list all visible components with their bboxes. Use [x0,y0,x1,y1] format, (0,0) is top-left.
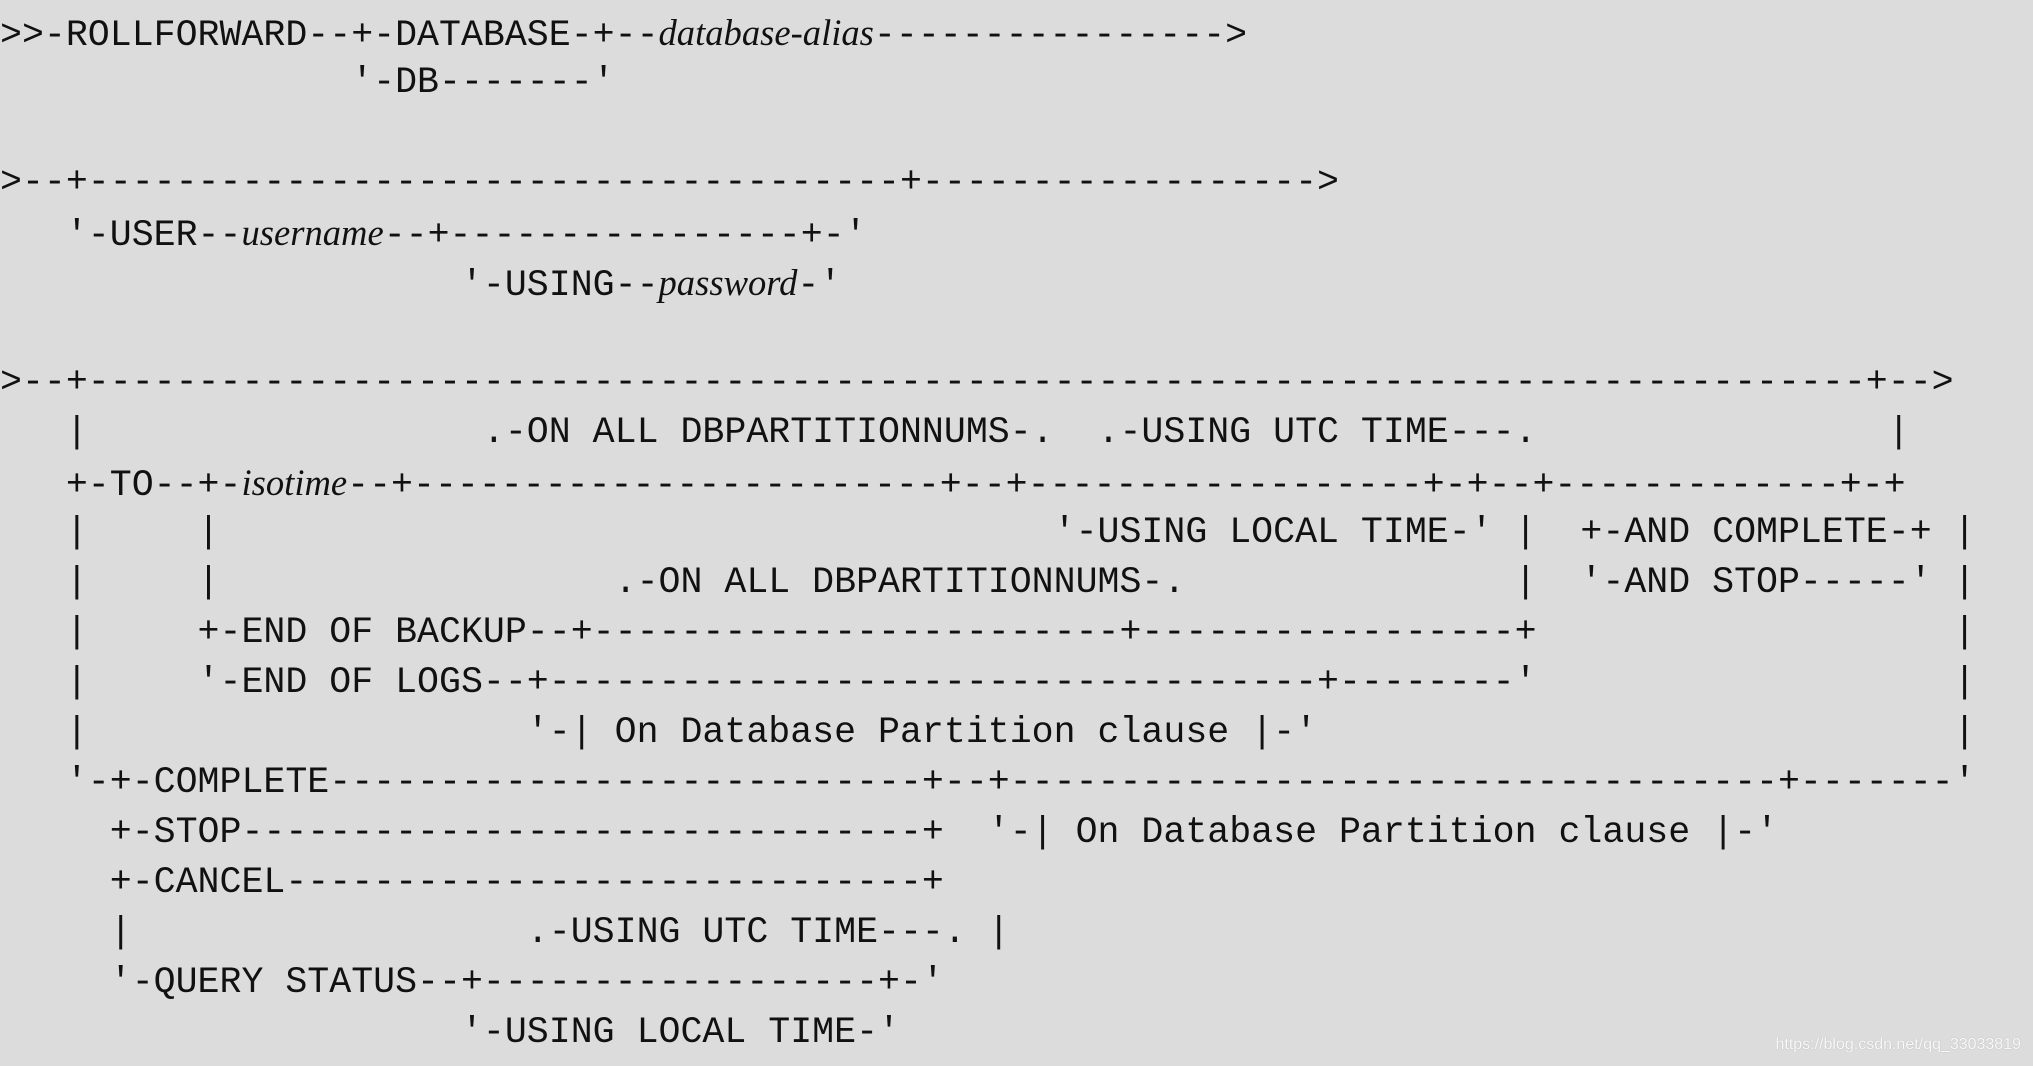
diagram-line-21: '-USING LOCAL TIME-' [0,1012,900,1053]
diagram-line-20: '-QUERY STATUS--+------------------+-' [0,962,944,1003]
diagram-line-13: | +-END OF BACKUP--+--------------------… [0,612,1976,653]
diagram-line-12: | | .-ON ALL DBPARTITIONNUMS-. | '-AND S… [0,562,1976,603]
diagram-line-1: >>-ROLLFORWARD--+-DATABASE-+--database-a… [0,12,1248,56]
syntax-variable-database-alias: database-alias [658,12,874,53]
watermark-url: https://blog.csdn.net/qq_33033819 [1775,1036,2021,1053]
syntax-variable-isotime: isotime [241,462,348,503]
diagram-line-6: '-USING--password-' [0,262,842,306]
diagram-line-18: +-CANCEL-----------------------------+ [0,862,944,903]
diagram-line-15: | '-| On Database Partition clause |-' | [0,712,1976,753]
diagram-line-4: >--+------------------------------------… [0,162,1339,203]
diagram-line-17: +-STOP-------------------------------+ '… [0,812,1778,853]
syntax-variable-password: password [658,262,798,303]
diagram-line-14: | '-END OF LOGS--+----------------------… [0,662,1976,703]
diagram-line-5: '-USER--username--+----------------+-' [0,212,867,256]
diagram-line-10: +-TO--+-isotime--+----------------------… [0,462,1906,506]
syntax-variable-username: username [241,212,384,253]
diagram-line-16: '-+-COMPLETE---------------------------+… [0,762,1976,803]
diagram-line-2: '-DB-------' [0,62,615,103]
diagram-line-11: | | '-USING LOCAL TIME-' | +-AND COMPLET… [0,512,1976,553]
diagram-line-8: >--+------------------------------------… [0,362,1954,403]
diagram-line-9: | .-ON ALL DBPARTITIONNUMS-. .-USING UTC… [0,412,1910,453]
diagram-line-19: | .-USING UTC TIME---. | [0,912,1010,953]
